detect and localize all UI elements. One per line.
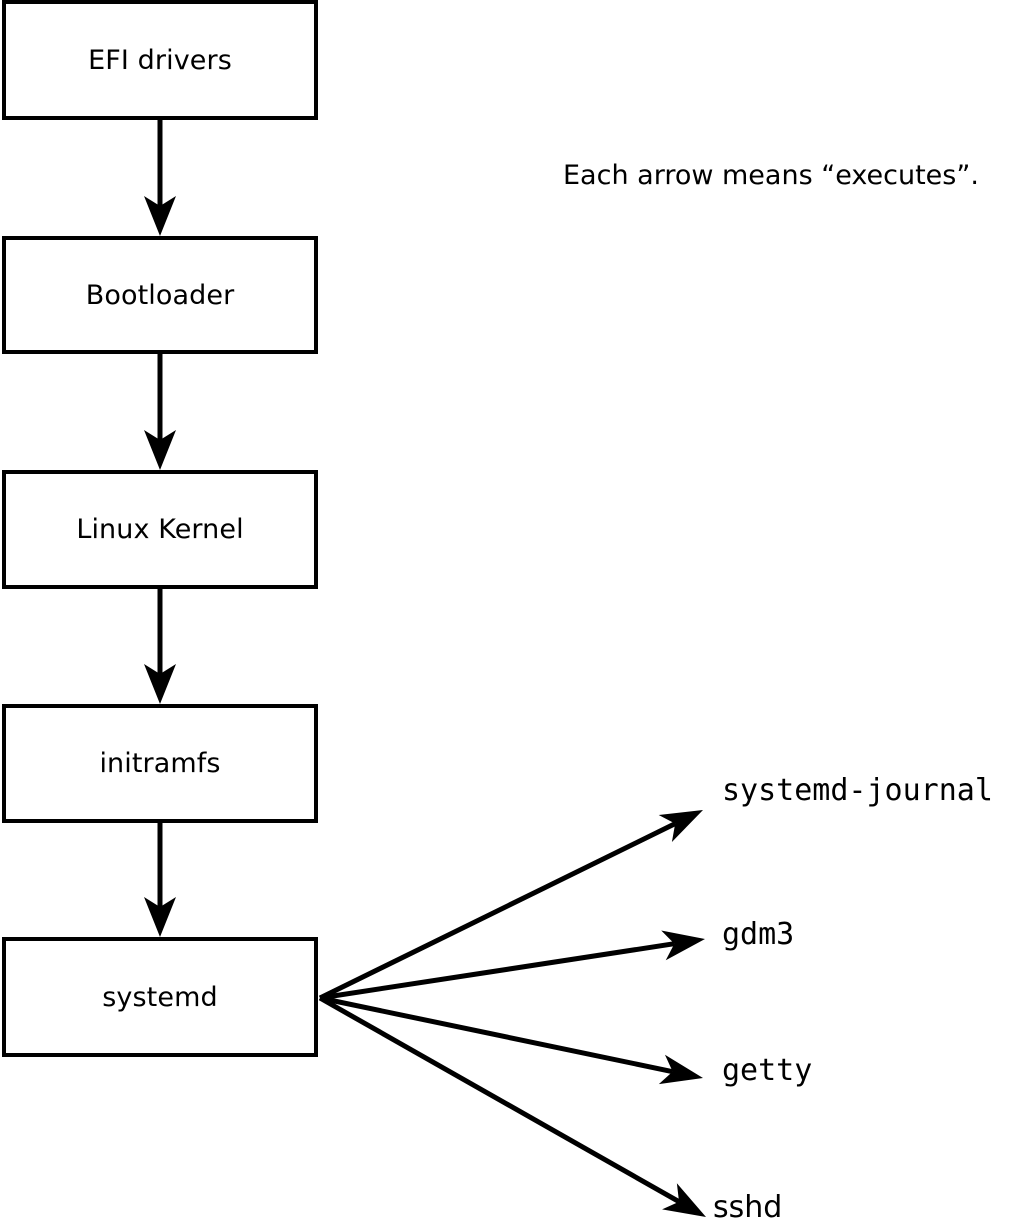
fanout-arrow-shaft-systemd-journal [318, 821, 677, 1001]
chain-arrow-group [144, 120, 176, 937]
node-label-systemd: systemd [102, 981, 218, 1013]
node-label-initramfs: initramfs [99, 748, 221, 779]
node-label-efi-drivers: EFI drivers [88, 44, 232, 76]
fanout-arrow-head-gdm3 [661, 930, 705, 961]
diagram-caption: Each arrow means “executes”. [563, 160, 979, 191]
chain-arrow-head-2 [144, 664, 176, 704]
fanout-arrow-group [318, 810, 706, 1217]
node-label-linux-kernel: Linux Kernel [76, 514, 244, 545]
service-label-sshd: sshd [713, 1190, 783, 1225]
fanout-arrow-head-getty [658, 1054, 703, 1085]
chain-arrow-head-1 [144, 430, 176, 470]
fanout-arrow-head-systemd-journal [658, 810, 703, 842]
chain-arrow-head-3 [144, 897, 176, 937]
node-efi-drivers[interactable]: EFI drivers [2, 0, 318, 120]
chain-arrow-head-0 [144, 196, 176, 236]
node-initramfs[interactable]: initramfs [2, 704, 318, 823]
fanout-arrow-head-sshd [662, 1183, 706, 1217]
service-label-getty: getty [722, 1053, 813, 1088]
node-systemd[interactable]: systemd [2, 937, 318, 1057]
service-label-gdm3: gdm3 [722, 917, 795, 952]
node-label-bootloader: Bootloader [85, 279, 235, 311]
node-linux-kernel[interactable]: Linux Kernel [2, 470, 318, 589]
fanout-arrow-shaft-sshd [318, 995, 681, 1204]
service-label-systemd-journal: systemd-journal [722, 773, 993, 808]
fanout-arrow-shaft-getty [319, 995, 674, 1075]
fanout-arrow-shaft-gdm3 [319, 941, 675, 1001]
node-bootloader[interactable]: Bootloader [2, 236, 318, 354]
